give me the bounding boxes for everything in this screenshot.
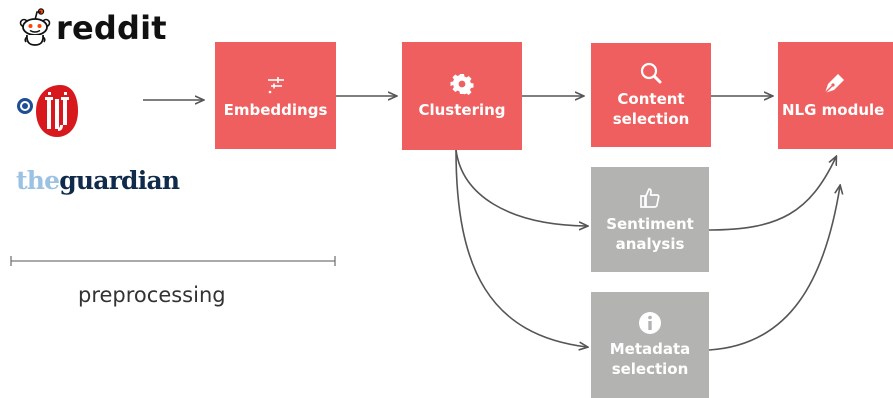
nlg-module-node: NLG module [778,42,893,149]
clustering-node: Clustering [402,42,522,150]
thumbs-up-icon [640,187,660,208]
arrow-sentiment-to-nlg [708,157,836,231]
metadata-selection-label-line2: selection [611,360,689,378]
guardian-name: guardian [59,166,180,195]
nlg-module-label: NLG module [782,100,885,119]
metadata-selection-label-line1: Metadata [609,340,691,358]
embeddings-node: Embeddings [215,42,336,149]
preprocessing-bracket [10,256,336,266]
ij-newspaper-logo [17,85,78,137]
content-selection-label-line1: Content [617,90,685,108]
arrow-clustering-to-metadata [455,149,587,347]
guardian-the: the [16,166,60,195]
reddit-logo: reddit [18,6,168,50]
preprocessing-label: preprocessing [78,283,226,307]
arrow-clustering-to-sentiment [455,149,587,226]
sentiment-analysis-label-line1: Sentiment [606,214,694,233]
magnifier-icon [640,62,662,84]
sliders-icon [267,76,284,93]
content-selection-label-line2: selection [612,110,690,128]
gear-icon [450,74,474,95]
reddit-alien-icon [19,8,51,46]
sentiment-analysis-label-line2: analysis [615,234,685,253]
arrow-metadata-to-nlg [708,186,840,351]
metadata-selection-node: Metadata selection [591,292,709,398]
pen-nib-icon [824,73,844,93]
the-guardian-logo: theguardian [16,166,180,195]
reddit-wordmark: reddit [56,9,167,47]
clustering-label: Clustering [418,101,506,119]
content-selection-node: Content selection [591,43,711,147]
embeddings-label: Embeddings [223,100,328,119]
sentiment-analysis-node: Sentiment analysis [591,167,709,272]
info-icon [639,312,661,334]
